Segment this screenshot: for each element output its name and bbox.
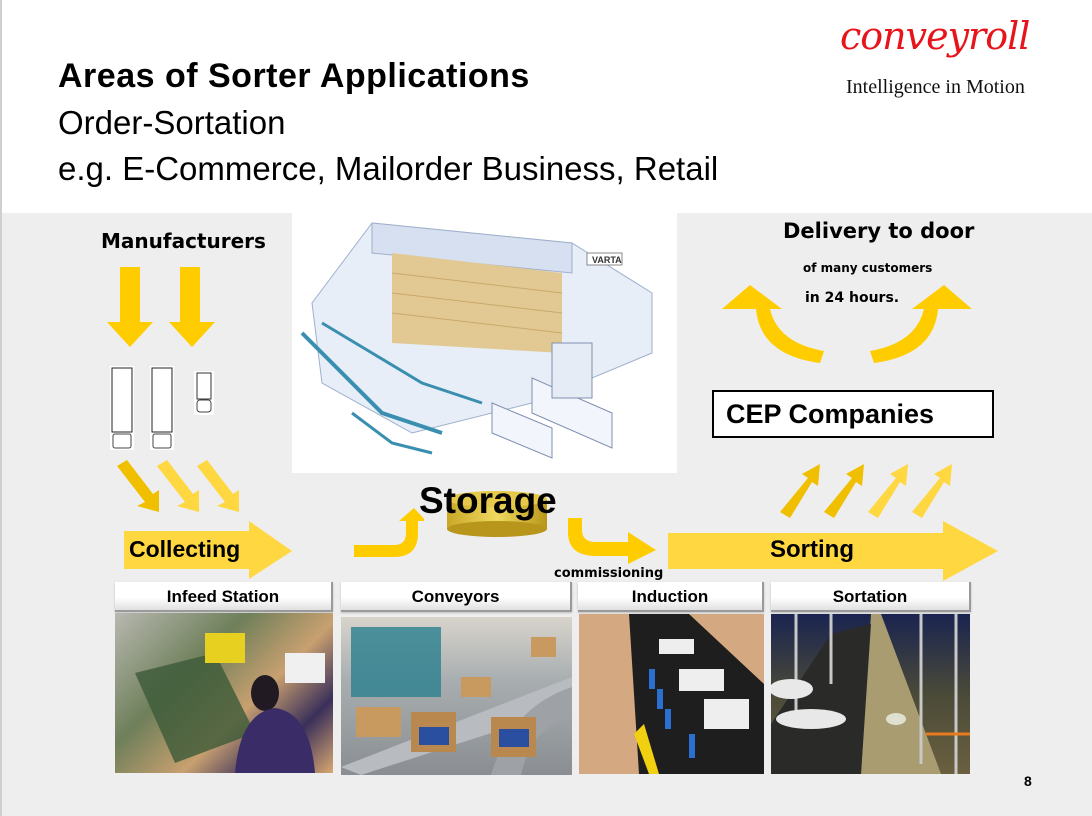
station-label-induction: Induction [578,582,764,612]
station-label-sortation: Sortation [771,582,971,612]
delivery-title: Delivery to door [783,219,975,243]
collecting-arrow-icon [124,521,292,579]
warehouse-sign: VARTA [592,255,622,265]
sortation-photo [771,614,970,774]
sorting-arrow-icon [668,521,998,581]
sorting-label: Sorting [770,536,854,563]
company-logo: conveyroll Intelligence in Motion [835,14,1055,104]
storage-cylinder-icon [447,491,547,537]
trucks-icon [110,366,214,450]
storage-out-arrow-icon [568,518,656,564]
conveyors-photo [341,617,572,775]
infeed-station-photo [115,613,333,773]
commissioning-label: commissioning [554,566,664,581]
delivery-line-3: in 24 hours. [805,290,900,306]
collecting-label: Collecting [129,536,241,562]
station-label-infeed: Infeed Station [115,582,333,612]
diagonal-arrows-icon [117,460,239,512]
cep-companies-label: CEP Companies [726,399,935,429]
warehouse-illustration: VARTA [292,213,677,473]
down-arrows-icon [107,267,215,347]
logo-brand: conveyroll [840,14,1030,58]
delivery-line-2: of many customers [803,261,933,275]
storage-in-arrow-icon [354,508,424,557]
delivery-curved-arrows-icon [722,285,972,363]
page-number: 8 [1024,773,1032,789]
manufacturers-label: Manufacturers [101,229,266,253]
up-arrows-icon [780,464,952,518]
logo-tagline: Intelligence in Motion [846,76,1025,98]
cep-companies-box: CEP Companies [712,390,994,438]
slide-left-border [0,0,2,816]
slide-header [2,0,1092,213]
slide-title: Areas of Sorter Applications [58,57,530,95]
slide-subtitle-2: e.g. E-Commerce, Mailorder Business, Ret… [58,150,719,187]
station-label-conveyors: Conveyors [341,582,572,612]
induction-photo [579,614,764,774]
slide-subtitle-1: Order-Sortation [58,104,286,141]
storage-label: Storage [419,480,557,521]
